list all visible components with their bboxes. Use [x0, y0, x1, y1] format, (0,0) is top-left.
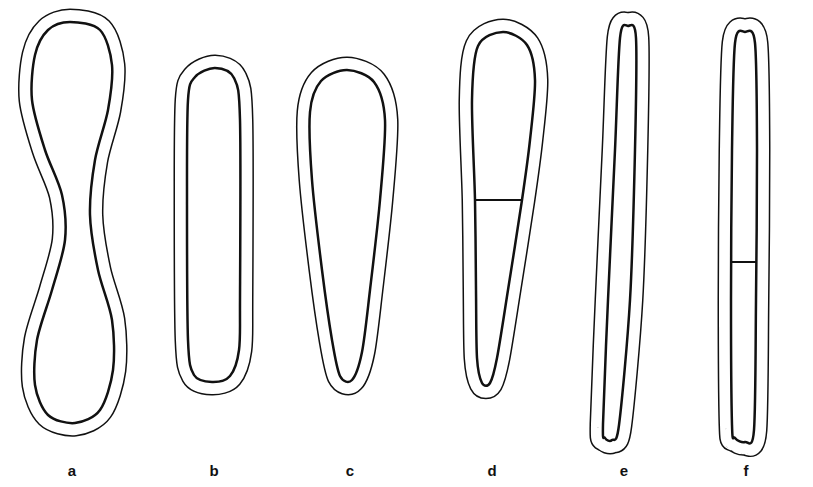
cell-membrane: [187, 68, 240, 382]
cell-outline: [187, 68, 240, 382]
cell-membrane: [31, 22, 114, 423]
cell-outline: [309, 70, 385, 382]
septum-line: [731, 261, 756, 263]
cell-wall: [31, 22, 114, 423]
panel-letter: a: [68, 463, 76, 478]
cell-membrane: [603, 25, 637, 441]
cell-membrane: [472, 32, 535, 386]
cell-wall-outer: [472, 32, 535, 386]
cell-outline: [731, 31, 757, 444]
panel-letter: f: [744, 463, 749, 478]
cell-wall: [472, 32, 535, 386]
cell-membrane: [309, 70, 385, 382]
cell-wall: [603, 25, 637, 441]
cell-wall-outer: [731, 31, 757, 444]
cell-outline: [31, 22, 114, 423]
cell-wall-outer: [309, 70, 385, 382]
panel-letter: e: [620, 463, 628, 478]
panel-letter: d: [487, 463, 496, 478]
cell-wall-outer: [187, 68, 240, 382]
cell-wall-outer: [31, 22, 114, 423]
panel-letter: c: [346, 463, 354, 478]
cell-outline: [603, 25, 637, 441]
panel-letter: b: [209, 463, 218, 478]
septum-line: [475, 199, 522, 201]
cell-wall: [309, 70, 385, 382]
cell-wall-outer: [603, 25, 637, 441]
cell-wall: [187, 68, 240, 382]
cell-membrane: [731, 31, 757, 444]
cell-wall: [731, 31, 757, 444]
cell-outline: [472, 32, 535, 386]
